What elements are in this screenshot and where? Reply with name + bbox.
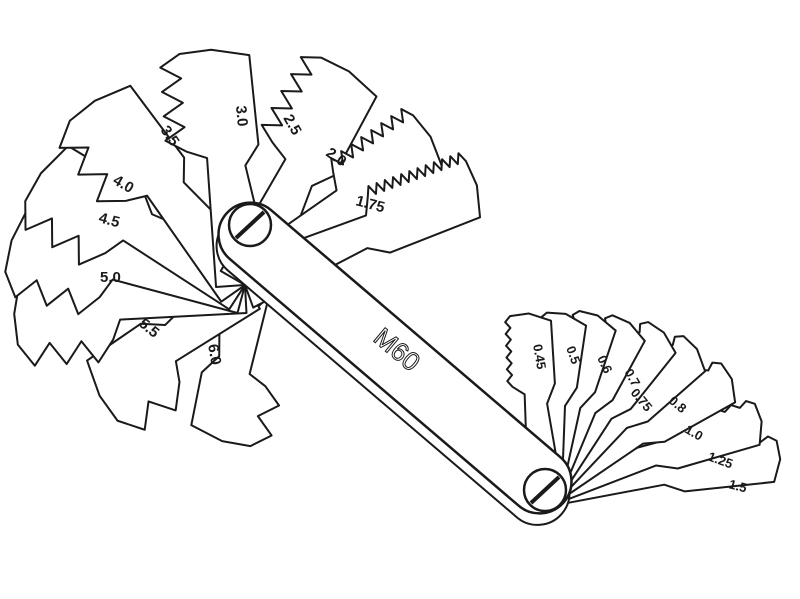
blade-label: 5.0 xyxy=(100,269,121,286)
blade-label: 0.5 xyxy=(563,344,583,366)
large-blade xyxy=(190,277,281,448)
blade-label: 1.5 xyxy=(727,476,748,495)
blade-label: 3.0 xyxy=(232,105,251,127)
pivot-screw-bottom xyxy=(522,467,568,513)
blade-label: 0.45 xyxy=(530,343,549,371)
pivot-screw-top xyxy=(227,202,273,248)
gauge-handle: M60 xyxy=(215,201,573,526)
blade-label: 1.75 xyxy=(354,192,387,216)
blade-label: 6.0 xyxy=(204,343,224,366)
blade-label: 0.6 xyxy=(594,353,615,376)
blade-label: 4.5 xyxy=(97,209,122,231)
